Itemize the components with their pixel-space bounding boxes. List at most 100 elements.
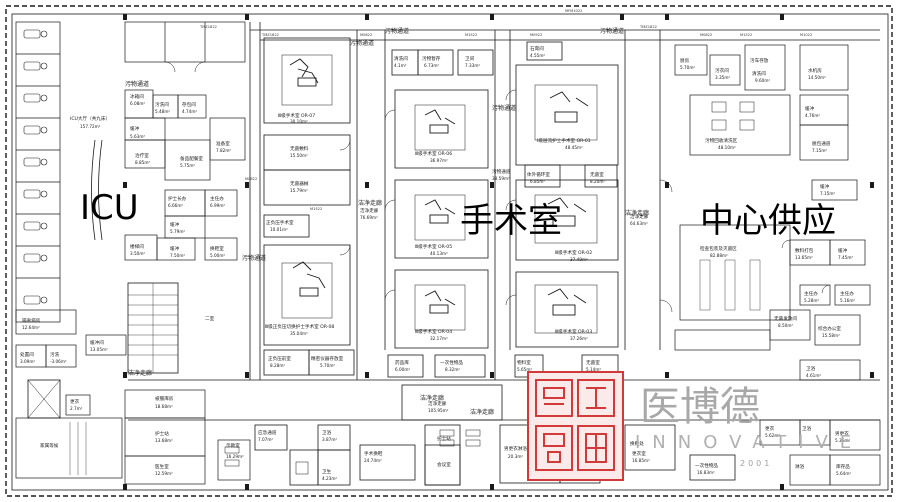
room-name: 淋浴 xyxy=(795,463,805,470)
room-name: ICU大厅（共九床） xyxy=(70,115,110,122)
room-name: 洁净走廊 xyxy=(630,213,649,220)
room-name: 一次性物品 xyxy=(695,462,718,469)
room-name: 缓冲间 xyxy=(90,339,104,346)
room-name: 准备室 xyxy=(216,140,230,147)
room-name: 污衣间 xyxy=(715,67,729,74)
room-name: 无菌室 xyxy=(586,359,600,366)
room-name: 医生室 xyxy=(155,463,169,470)
room-name: 会议室 xyxy=(437,461,451,468)
room-area: 18.68m² xyxy=(155,404,173,409)
room-area: 16.29m² xyxy=(226,454,244,459)
room-area: 5.65m² xyxy=(517,367,532,372)
room-area: 4.55m² xyxy=(530,53,545,58)
room-name: 体外循环室 xyxy=(527,171,550,178)
or-05-room xyxy=(394,179,489,259)
corridor-label: 污物通道 xyxy=(385,27,409,35)
room-area: 35.04m² xyxy=(290,331,308,336)
axis-label: M1522 xyxy=(310,207,322,211)
room-area: 38.59m² xyxy=(492,176,510,181)
room-name: Ⅲ级手术室 OR-06 xyxy=(415,150,452,157)
room-area: 48.45m² xyxy=(565,145,583,150)
room-name: 更衣 xyxy=(70,398,80,405)
room-name: 男更衣淋浴间 xyxy=(504,445,532,452)
room-name: 药品库 xyxy=(395,359,409,366)
room-area: 16.83m² xyxy=(697,470,715,475)
room-name: 无菌发放间 xyxy=(774,315,797,322)
room-area: 5.00m² xyxy=(210,253,225,258)
room-area: 5.36m² xyxy=(835,438,850,443)
room-area: -3.06m² xyxy=(50,359,67,364)
room-name: 隔离病房 xyxy=(22,317,41,324)
room-name: 男更衣 xyxy=(835,430,849,437)
corridor-label: 洁净走廊 xyxy=(625,209,649,217)
room-name: 无菌敷料 xyxy=(290,145,309,152)
room-area: 4.1m² xyxy=(394,63,407,68)
room-name: 检查包装及灭菌区 xyxy=(700,245,737,252)
column-grid xyxy=(123,14,874,490)
watermark-logo: 医博德 INNOVATIVE 2001 xyxy=(527,371,851,481)
or-02-room xyxy=(515,179,619,261)
room-area: 157.72m² xyxy=(80,124,101,129)
room-area: 7.15m² xyxy=(812,148,827,153)
room-name: 缓冲 xyxy=(170,221,180,228)
room-name: 脱包通道 xyxy=(812,140,831,147)
room-name: 库存品 xyxy=(836,463,850,470)
room-area: 8.32m² xyxy=(445,367,460,372)
room-name: 缓冲 xyxy=(805,105,815,112)
corridor-label: 洁净走廊 xyxy=(420,394,444,402)
or-04-room xyxy=(394,269,489,349)
room-name: 清洗间 xyxy=(752,70,766,77)
room-area: 12.64m² xyxy=(22,325,40,330)
room-name: 更衣 xyxy=(765,425,775,432)
icu-bed-bays xyxy=(15,21,61,323)
room-name: 应急通道 xyxy=(258,429,277,436)
room-name: 污洗间 xyxy=(155,101,169,108)
corridor-label: 污物通道 xyxy=(492,104,516,112)
room-name: 水机房 xyxy=(808,67,822,74)
room-area: 4.23m² xyxy=(322,476,337,481)
room-name: 污物通道 xyxy=(492,168,511,175)
room-area: 14.50m² xyxy=(808,75,826,80)
room-area: 16.85m² xyxy=(632,458,650,463)
room-name: 主任办 xyxy=(804,290,818,297)
room-name: 被服库房 xyxy=(155,395,174,402)
room-area: 13.68m² xyxy=(155,438,173,443)
room-area: 5.75m² xyxy=(180,163,195,168)
room-area: 7.45m² xyxy=(838,255,853,260)
axis-label: TMZ1822 xyxy=(639,25,657,29)
room-name: 敷料打包 xyxy=(795,247,814,254)
corridor-label: 污物通道 xyxy=(350,39,374,47)
room-name: 换鞋室 xyxy=(210,245,224,252)
logo-text-cn: 医博德 xyxy=(640,384,760,430)
room-area: 3.87m² xyxy=(322,437,337,442)
zone-label-surgery: 手术室 xyxy=(460,201,562,241)
axis-label: M1522 xyxy=(740,33,752,37)
corridor-label: 洁净走廊 xyxy=(470,408,494,416)
room-area: 5.48m² xyxy=(155,109,170,114)
room-name: 缓冲 xyxy=(838,247,848,254)
room-area: 8.50m² xyxy=(778,323,793,328)
or-01-room xyxy=(515,64,619,166)
room-area: 5.62m² xyxy=(765,433,780,438)
icu-bed-icons xyxy=(23,29,48,305)
room-name: Ⅲ级手术室 OR-05 xyxy=(415,243,452,250)
room-name: Ⅲ级正负压切换护士手术室 OR-08 xyxy=(265,323,334,330)
axis-label: M0822 xyxy=(245,177,257,181)
room-name: Ⅲ级手术室 OR-03 xyxy=(555,328,592,335)
axis-label: M0822 xyxy=(360,33,372,37)
room-name: Ⅲ级手术室 OR-04 xyxy=(415,328,452,335)
room-name: Ⅰ级层流护士手术室 OR-01 xyxy=(537,137,591,144)
room-name: 卫浴 xyxy=(322,429,332,436)
room-area: 5.79m² xyxy=(170,229,185,234)
axis-label: M1522 xyxy=(465,33,477,37)
outer-wall xyxy=(11,13,889,491)
room-name: 手术换鞋 xyxy=(364,450,383,457)
room-name: 冰箱间 xyxy=(130,93,144,100)
room-area: 5.28m² xyxy=(804,298,819,303)
room-name: 污洗 xyxy=(50,351,60,358)
or-07-room xyxy=(263,37,351,124)
axis-label: M0922 xyxy=(530,33,542,37)
room-area: 4.61m² xyxy=(806,373,821,378)
surgical-equipment xyxy=(289,58,589,316)
